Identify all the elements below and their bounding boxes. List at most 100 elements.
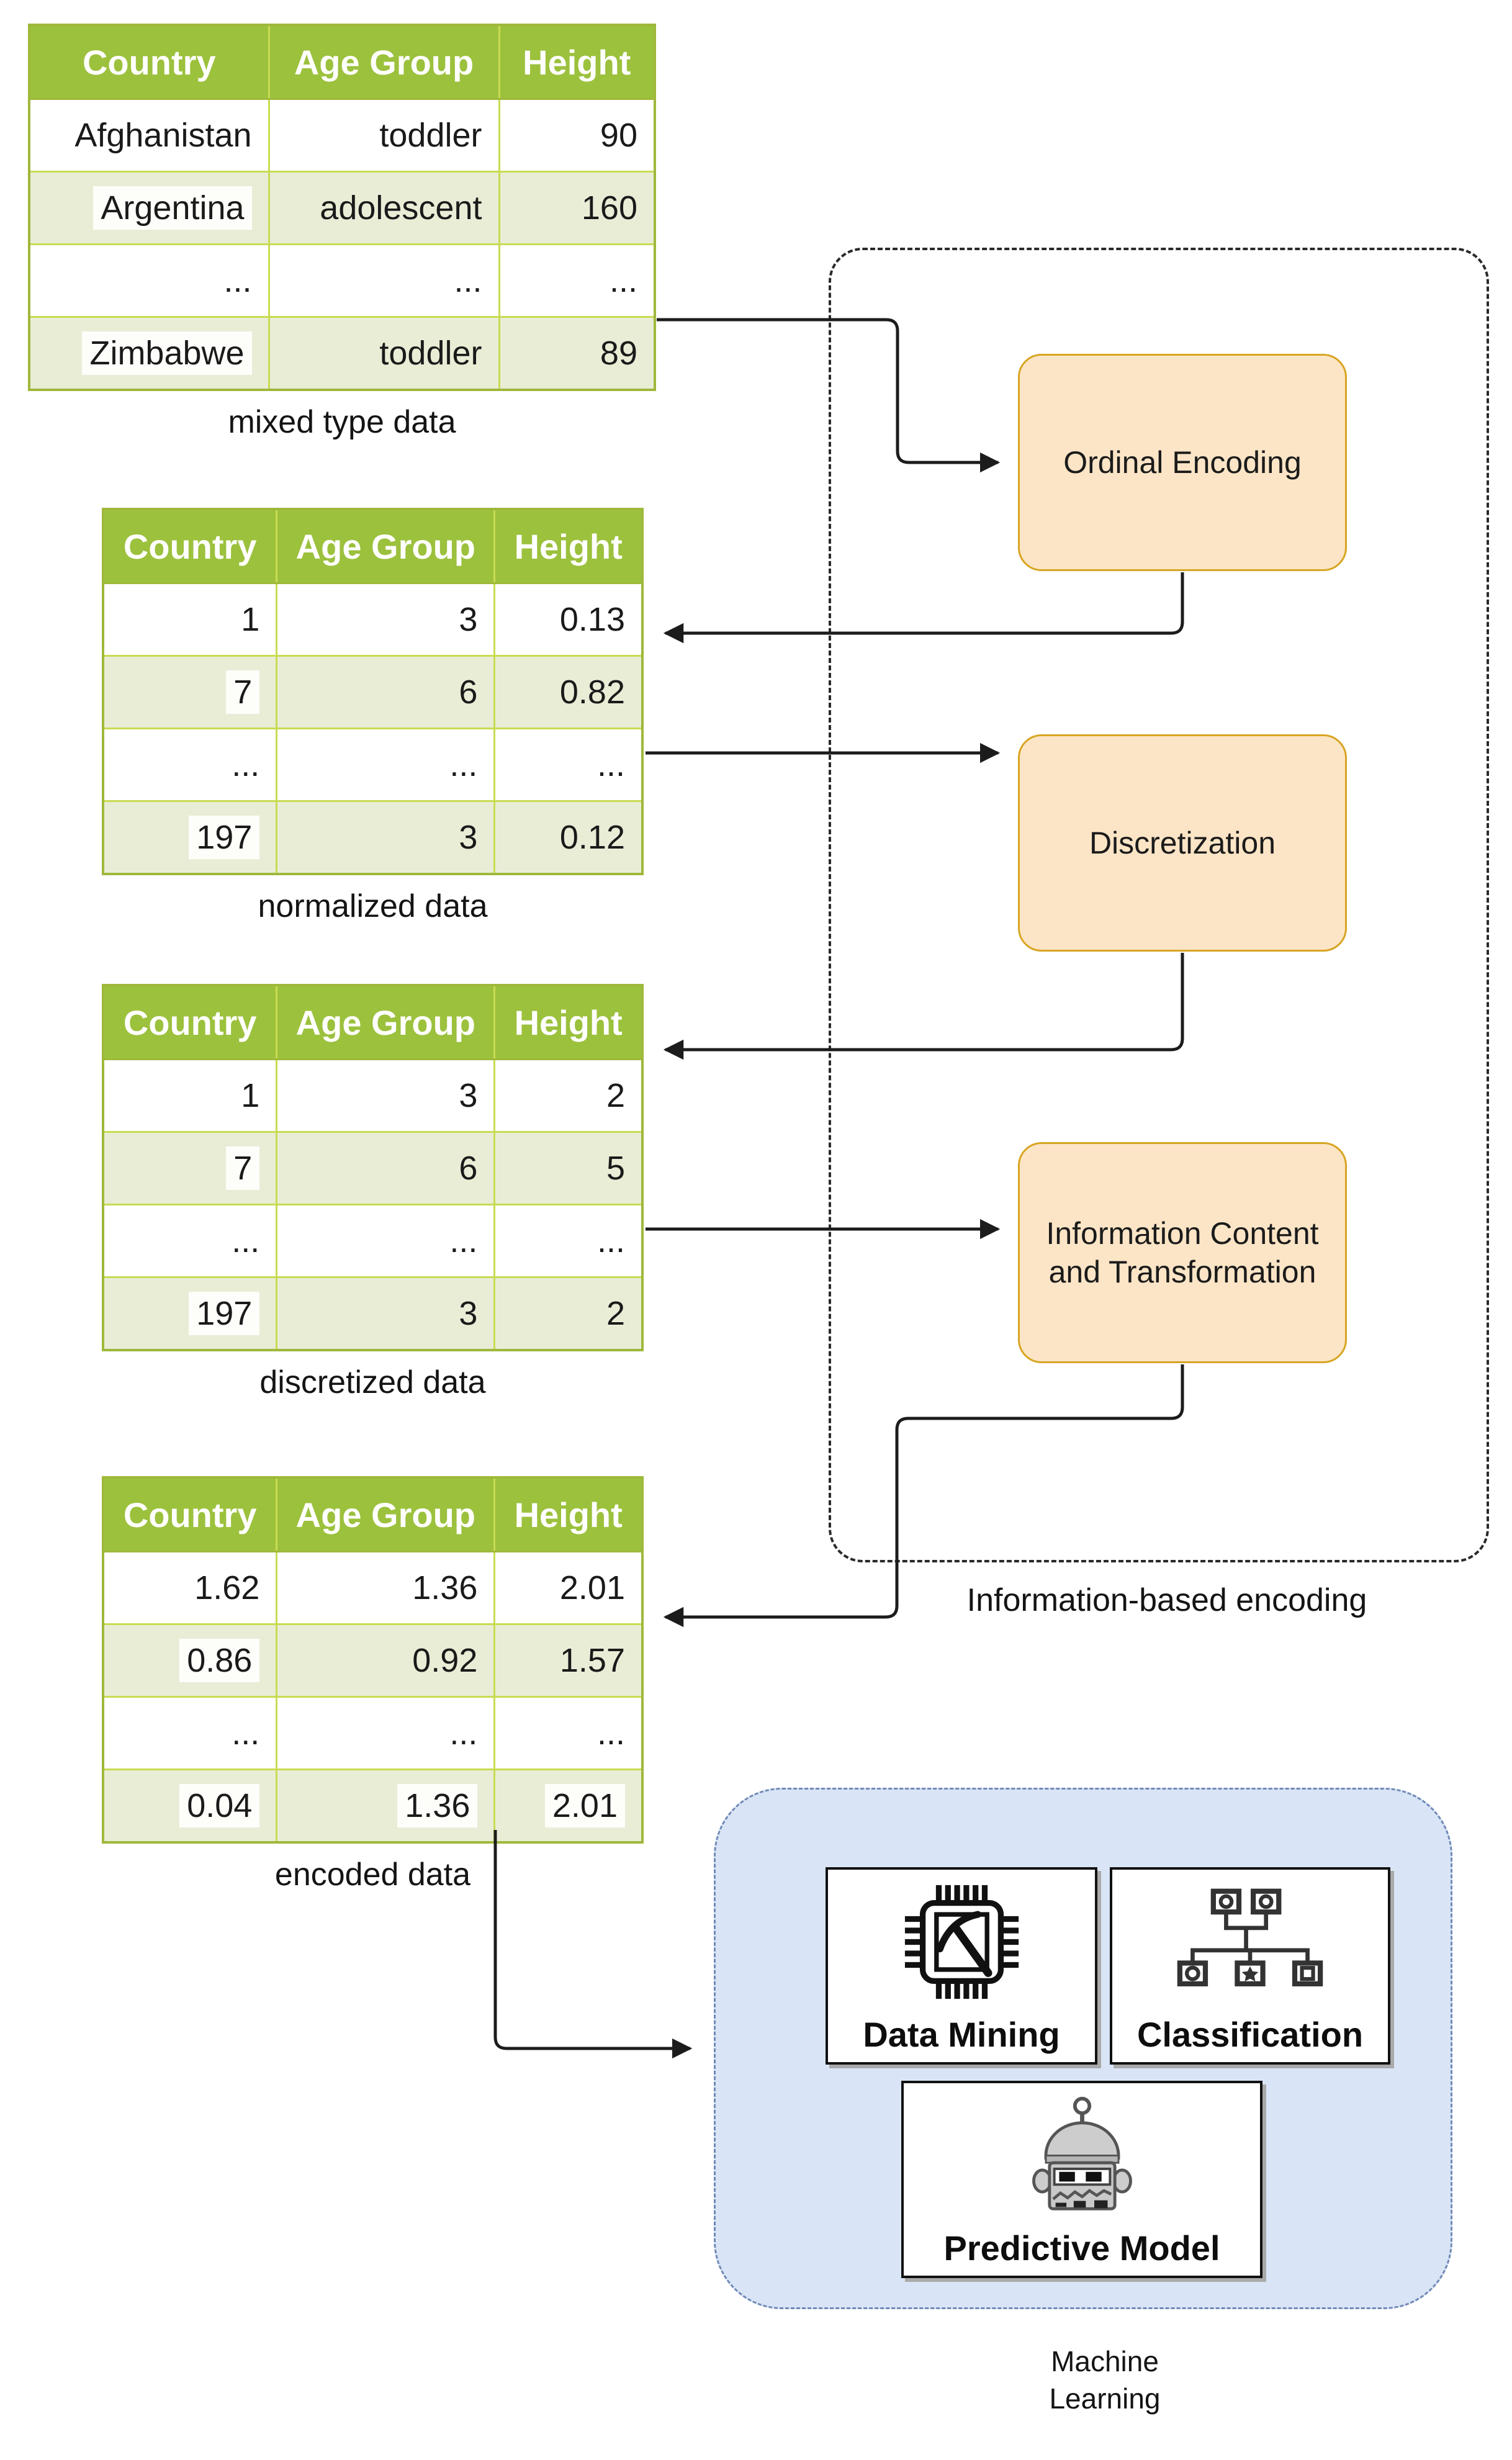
table-cell: ... [28, 243, 270, 318]
tree-diagram-icon [1112, 1870, 1388, 2014]
table-cell: ... [276, 1696, 496, 1770]
ordinal-encoding-box: Ordinal Encoding [1018, 354, 1347, 571]
table-cell: 160 [498, 171, 656, 245]
classification-box: Classification [1110, 1867, 1390, 2065]
table-cell: ... [493, 1696, 644, 1770]
table-cell: Afghanistan [28, 98, 270, 173]
table-cell: ... [498, 243, 656, 318]
table-cell: 1 [102, 1058, 278, 1133]
table-cell: 2.01 [493, 1551, 644, 1625]
table-cell: 0.04 [102, 1768, 278, 1844]
discretization-box: Discretization [1018, 734, 1347, 952]
table-cell: 1.62 [102, 1551, 278, 1625]
table-cell: 3 [276, 800, 496, 875]
information-based-encoding-label: Information-based encoding [966, 1582, 1367, 1618]
table-cell: 7 [102, 1131, 278, 1205]
table-cell: 1.36 [276, 1551, 496, 1625]
table-cell: 0.13 [493, 582, 644, 657]
table-cell: ... [493, 1204, 644, 1278]
robot-icon [904, 2083, 1260, 2228]
column-header: Age Group [276, 984, 496, 1060]
table-row: ......... [102, 1696, 644, 1770]
table-cell: 0.82 [493, 655, 644, 729]
table-cell: 90 [498, 98, 656, 173]
column-header: Country [28, 24, 270, 100]
table-cell: ... [102, 1696, 278, 1770]
column-header: Height [493, 1476, 644, 1552]
table-caption: discretized data [259, 1364, 486, 1400]
table-cell: 3 [276, 1276, 496, 1351]
predictive-model-label: Predictive Model [943, 2228, 1220, 2268]
table-cell: 7 [102, 655, 278, 729]
column-header: Age Group [276, 1476, 496, 1552]
table-cell: ... [268, 243, 500, 318]
column-header: Age Group [268, 24, 500, 100]
table-caption: encoded data [274, 1857, 471, 1893]
table-cell: toddler [268, 98, 500, 173]
data-mining-box: Data Mining [826, 1867, 1097, 2065]
column-header: Height [498, 24, 656, 100]
table-row: ......... [102, 728, 644, 802]
table-cell: 5 [493, 1131, 644, 1205]
column-header: Country [102, 984, 278, 1060]
table-row: ......... [28, 243, 656, 318]
table-cell: ... [102, 1204, 278, 1278]
information-content-transformation-box: Information Content and Transformation [1018, 1142, 1347, 1363]
table-cell: 0.86 [102, 1623, 278, 1698]
table-cell: ... [493, 728, 644, 802]
table-cell: 89 [498, 316, 656, 391]
table-cell: Zimbabwe [28, 316, 270, 391]
column-header: Country [102, 1476, 278, 1552]
classification-label: Classification [1136, 2015, 1364, 2054]
predictive-model-box: Predictive Model [901, 2081, 1262, 2278]
data-mining-label: Data Mining [863, 2015, 1060, 2054]
table-caption: normalized data [258, 888, 488, 924]
column-header: Height [493, 508, 644, 584]
table-cell: adolescent [268, 171, 500, 245]
table-cell: 3 [276, 582, 496, 657]
table-cell: 197 [102, 800, 278, 875]
machine-learning-label: Machine Learning [1049, 2345, 1161, 2415]
table-cell: 2.01 [493, 1768, 644, 1844]
table-cell: 1 [102, 582, 278, 657]
table-cell: 3 [276, 1058, 496, 1133]
table-cell: 6 [276, 655, 496, 729]
table-caption: mixed type data [228, 404, 456, 440]
table-cell: 197 [102, 1276, 278, 1351]
column-header: Country [102, 508, 278, 584]
table-cell: 2 [493, 1058, 644, 1133]
table-cell: 2 [493, 1276, 644, 1351]
table-cell: 0.12 [493, 800, 644, 875]
table-cell: 6 [276, 1131, 496, 1205]
table-cell: Argentina [28, 171, 270, 245]
chip-pickaxe-icon [828, 1870, 1095, 2014]
column-header: Height [493, 984, 644, 1060]
table-cell: 1.57 [493, 1623, 644, 1698]
table-cell: ... [276, 1204, 496, 1278]
table-cell: ... [276, 728, 496, 802]
table-cell: toddler [268, 316, 500, 391]
